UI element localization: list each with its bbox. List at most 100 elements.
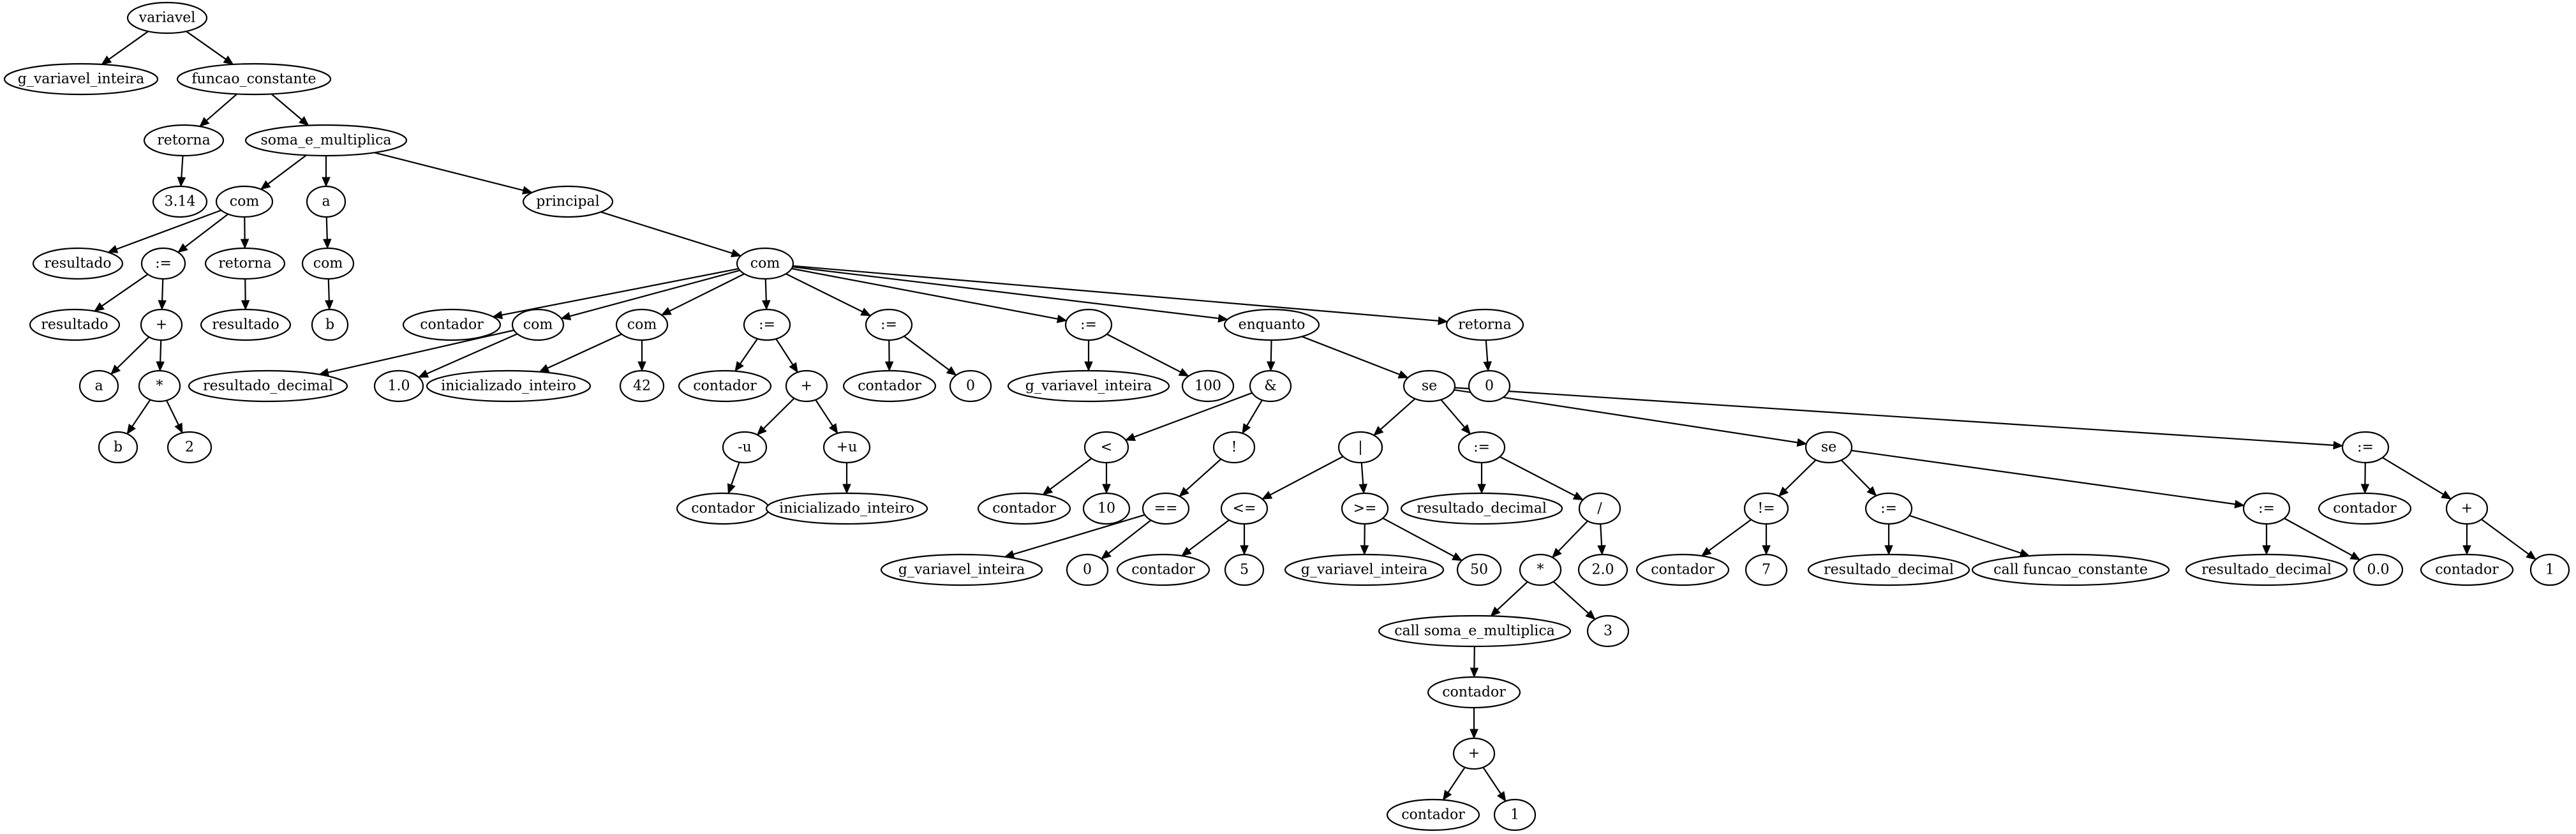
edge-line xyxy=(327,329,514,373)
edge-n49-n52 xyxy=(1179,458,1222,497)
node-ellipse xyxy=(1142,492,1190,525)
node-g-variavel-inteira: g_variavel_inteira xyxy=(880,553,1043,586)
edge-n25-n34 xyxy=(637,340,646,372)
node-op: != xyxy=(1743,492,1789,525)
edge-n16-n19 xyxy=(110,336,150,375)
node-label: := xyxy=(2258,501,2275,517)
arrowhead xyxy=(637,361,646,372)
edge-n67-n70 xyxy=(1552,581,1596,620)
node-label: := xyxy=(155,256,172,272)
node-g-variavel-inteira: g_variavel_inteira xyxy=(1007,369,1170,403)
node-call-soma-e-multiplica: call soma_e_multiplica xyxy=(1378,614,1572,648)
node-ellipse xyxy=(949,369,992,403)
node-ellipse xyxy=(2445,492,2489,525)
node-label: resultado_decimal xyxy=(2201,562,2332,578)
node-ellipse xyxy=(143,124,225,157)
arrowhead xyxy=(1497,791,1507,802)
arrowhead xyxy=(101,55,112,65)
node-label: inicializado_inteiro xyxy=(779,501,914,517)
edge-line xyxy=(374,152,524,191)
node-ellipse xyxy=(204,247,286,280)
arrowhead xyxy=(1179,487,1189,497)
node-3: 3 xyxy=(1586,614,1630,648)
node-op: / xyxy=(1578,492,1621,525)
edge-n1-n2 xyxy=(101,31,149,65)
edge-n67-n69 xyxy=(1490,581,1528,617)
arrowhead xyxy=(1778,486,1789,497)
edge-line xyxy=(166,400,179,426)
node-ellipse xyxy=(1865,492,1913,525)
node-ellipse xyxy=(1743,492,1789,525)
arrowhead xyxy=(1442,789,1452,801)
node-ellipse xyxy=(1456,553,1502,586)
node-op: := xyxy=(2341,431,2390,464)
edge-n7-n11 xyxy=(177,213,229,253)
node-enquanto: enquanto xyxy=(1223,308,1320,341)
node-ellipse xyxy=(722,431,768,464)
node-100: 100 xyxy=(1181,369,1235,403)
node-ellipse xyxy=(1066,553,1109,586)
edge-line xyxy=(1496,581,1528,611)
edge-line xyxy=(763,398,795,429)
arrowhead xyxy=(860,308,872,316)
node-label: retorna xyxy=(1458,317,1511,333)
arrowhead xyxy=(177,177,186,188)
edge-n14-n30 xyxy=(793,265,1448,325)
edge-line xyxy=(1447,766,1466,793)
node-contador: contador xyxy=(2318,492,2412,525)
edge-line xyxy=(186,31,227,60)
edge-n66-n67 xyxy=(1551,520,1588,558)
node-label: contador xyxy=(2435,562,2499,578)
node-ellipse xyxy=(200,308,292,341)
arrowhead xyxy=(1217,314,1228,323)
edge-n28-n40 xyxy=(1106,333,1189,376)
arrowhead xyxy=(1056,315,1068,324)
node-42: 42 xyxy=(619,369,665,403)
edge-line xyxy=(669,273,745,312)
node-label: != xyxy=(1757,501,1775,517)
node-resultado: resultado xyxy=(32,247,124,280)
arrowhead xyxy=(2349,551,2361,560)
node-op: == xyxy=(1142,492,1190,525)
node-op: & xyxy=(1249,369,1292,403)
node-ellipse xyxy=(1586,614,1630,648)
edge-n57-n76 xyxy=(1840,459,1877,496)
arrowhead xyxy=(2262,545,2271,556)
node-b: b xyxy=(311,308,349,341)
node-label: contador xyxy=(420,317,484,333)
node-label: 0 xyxy=(1485,378,1494,394)
edge-line xyxy=(181,155,184,178)
node-op: * xyxy=(1519,553,1562,586)
arrowhead xyxy=(1572,491,1584,500)
arrowhead xyxy=(110,364,121,375)
node-0: 0 xyxy=(949,369,992,403)
arrowhead xyxy=(1360,545,1369,556)
node-1: 1 xyxy=(2529,553,2570,586)
arrowhead xyxy=(1178,368,1189,376)
node-label: retorna xyxy=(218,256,271,272)
edge-n58-n85 xyxy=(2382,457,2452,500)
node-label: := xyxy=(759,317,775,333)
node-op: | xyxy=(1337,431,1383,464)
arrowhead xyxy=(1585,609,1596,620)
edge-n36-n45 xyxy=(815,399,838,435)
node-label: +u xyxy=(837,440,858,456)
arrowhead xyxy=(1866,486,1877,496)
arrowhead xyxy=(94,302,105,312)
node-op: + xyxy=(140,308,183,341)
node-op: ! xyxy=(1212,431,1256,464)
arrowhead xyxy=(240,239,249,249)
arrowhead xyxy=(418,369,429,378)
node-op: + xyxy=(2445,492,2489,525)
node-ellipse xyxy=(880,553,1043,586)
edge-line xyxy=(1270,339,1272,362)
edge-line xyxy=(1440,399,1465,428)
node-ellipse xyxy=(1807,553,1970,586)
edge-line xyxy=(1188,519,1230,551)
node-label: <= xyxy=(1233,501,1256,517)
node-inicializado-inteiro: inicializado_inteiro xyxy=(765,492,928,525)
edge-n77-n83 xyxy=(2284,518,2361,560)
edge-line xyxy=(1133,392,1253,438)
arrowhead xyxy=(789,362,798,373)
node-ellipse xyxy=(1519,553,1562,586)
